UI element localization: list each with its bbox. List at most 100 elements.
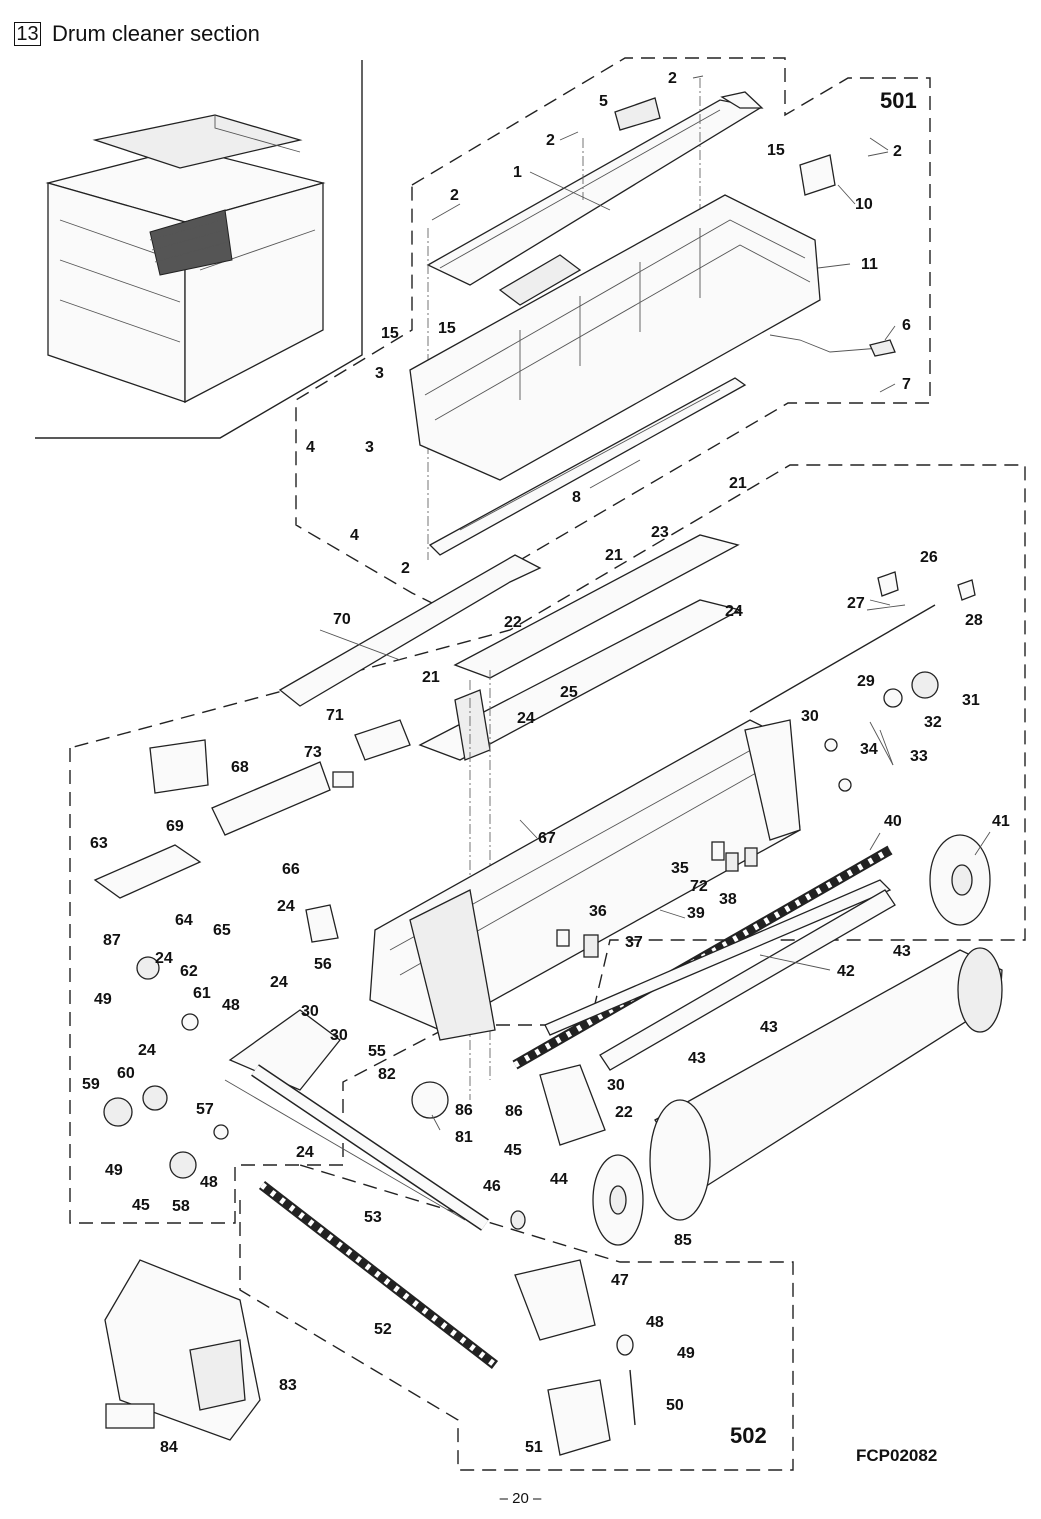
group-502-boundary — [239, 1164, 794, 1471]
callout: 44 — [550, 1171, 568, 1188]
figure-code: FCP02082 — [856, 1446, 938, 1465]
page-number: – 20 – — [499, 1490, 542, 1507]
callout: 35 — [671, 860, 689, 877]
callout: 87 — [103, 932, 121, 949]
callout: 15 — [438, 320, 456, 337]
callout: 27 — [847, 595, 865, 612]
callout: 43 — [760, 1019, 778, 1036]
callout: 32 — [924, 714, 942, 731]
callout: 33 — [910, 748, 928, 765]
callout: 53 — [364, 1209, 382, 1226]
callout: 11 — [861, 256, 878, 273]
callout: 45 — [132, 1197, 150, 1214]
callout: 85 — [674, 1232, 692, 1249]
callout: 15 — [767, 142, 785, 159]
callout: 4 — [306, 439, 315, 456]
callout: 15 — [381, 325, 399, 342]
callout: 24 — [725, 603, 743, 620]
callout: 25 — [560, 684, 578, 701]
shaft-29 — [749, 571, 976, 792]
callout: 86 — [505, 1103, 523, 1120]
group-label-501: 501 — [880, 88, 917, 113]
callout: 59 — [82, 1076, 100, 1093]
blade-42 — [544, 879, 896, 1071]
callout: 2 — [668, 70, 677, 87]
sheet-70 — [278, 554, 542, 707]
callout: 50 — [666, 1397, 684, 1414]
callout: 55 — [368, 1043, 386, 1060]
callout: 63 — [90, 835, 108, 852]
cover-23 — [418, 534, 742, 1100]
left-parts — [93, 719, 411, 943]
lower-housing — [369, 719, 801, 1041]
callout: 24 — [155, 950, 173, 967]
callout: 4 — [350, 527, 359, 544]
callout: 64 — [175, 912, 193, 929]
callout: 29 — [857, 673, 875, 690]
callout: 1 — [513, 164, 522, 181]
pads — [556, 841, 758, 958]
callout: 60 — [117, 1065, 135, 1082]
callout: 24 — [138, 1042, 156, 1059]
callout: 51 — [525, 1439, 543, 1456]
callout: 30 — [301, 1003, 319, 1020]
callout: 47 — [611, 1272, 629, 1289]
callout: 49 — [677, 1345, 695, 1362]
callout: 71 — [326, 707, 344, 724]
callout: 26 — [920, 549, 938, 566]
callout: 37 — [625, 934, 643, 951]
callout: 45 — [504, 1142, 522, 1159]
callout: 7 — [902, 376, 911, 393]
callout: 30 — [801, 708, 819, 725]
callout: 56 — [314, 956, 332, 973]
toner-box-83 — [104, 1259, 261, 1441]
section-number-box: 13 — [14, 22, 41, 46]
callout: 38 — [719, 891, 737, 908]
callout: 82 — [378, 1066, 396, 1083]
callout: 84 — [160, 1439, 178, 1456]
callout: 52 — [374, 1321, 392, 1338]
auger-52 — [258, 1181, 499, 1369]
callout: 30 — [607, 1077, 625, 1094]
callout: 22 — [504, 614, 522, 631]
callout: 41 — [992, 813, 1010, 830]
callout: 65 — [213, 922, 231, 939]
callout: 43 — [688, 1050, 706, 1067]
callout: 46 — [483, 1178, 501, 1195]
callout: 24 — [270, 974, 288, 991]
callout: 48 — [200, 1174, 218, 1191]
group-lower-boundary — [69, 464, 1026, 1224]
leader-lines — [319, 75, 991, 1131]
section-title: Drum cleaner section — [52, 21, 260, 46]
cleaner-frame — [409, 154, 896, 481]
drum-85 — [592, 947, 1003, 1246]
callout: 42 — [837, 963, 855, 980]
callout: 28 — [965, 612, 983, 629]
rod-53 — [251, 1064, 489, 1231]
callout: 48 — [222, 997, 240, 1014]
callout: 21 — [422, 669, 440, 686]
callout: 31 — [962, 692, 980, 709]
callout: 24 — [277, 898, 295, 915]
callout: 49 — [94, 991, 112, 1008]
callout: 81 — [455, 1129, 473, 1146]
callout: 2 — [546, 132, 555, 149]
callout: 21 — [605, 547, 623, 564]
callout: 58 — [172, 1198, 190, 1215]
group-501-boundary — [295, 57, 931, 608]
group-label-502: 502 — [730, 1423, 767, 1448]
callout: 70 — [333, 611, 351, 628]
section-header: 13 Drum cleaner section — [14, 20, 260, 48]
callout: 2 — [450, 187, 459, 204]
callout: 83 — [279, 1377, 297, 1394]
callouts: 1 2 2 2 2 2 3 3 4 4 5 6 7 8 10 11 15 15 … — [82, 70, 1010, 1456]
plate-8 — [428, 377, 747, 556]
callout: 3 — [375, 365, 384, 382]
callout: 2 — [401, 560, 410, 577]
flange-41 — [929, 834, 991, 926]
callout: 34 — [860, 741, 878, 758]
callout: 48 — [646, 1314, 664, 1331]
callout: 22 — [615, 1104, 633, 1121]
